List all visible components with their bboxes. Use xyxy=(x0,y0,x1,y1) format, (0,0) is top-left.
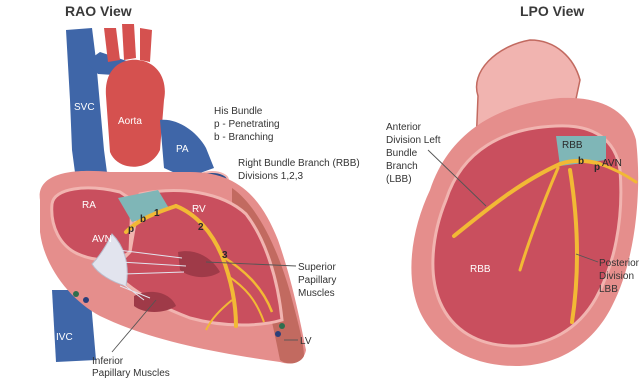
lpo-avn-label: AVN xyxy=(602,158,622,169)
pa-label: PA xyxy=(176,144,189,155)
his-bundle-title: His Bundle xyxy=(214,106,263,117)
inferior-pm-line2: Papillary Muscles xyxy=(92,368,170,378)
aorta-branch-3 xyxy=(140,28,152,62)
posterior-line3: LBB xyxy=(599,284,618,295)
posterior-line1: Posterior xyxy=(599,258,640,269)
his-bundle-branching: b - Branching xyxy=(214,132,273,143)
lpo-p-marker: p xyxy=(594,162,600,173)
ra-label: RA xyxy=(82,200,96,211)
posterior-line2: Division xyxy=(599,271,634,282)
rbb-callout-title: Right Bundle Branch (RBB) xyxy=(238,158,360,169)
anterior-line3: Bundle xyxy=(386,148,418,159)
superior-pm-line1: Superior xyxy=(298,262,336,273)
vessel-dot-2 xyxy=(83,297,89,303)
anterior-division-callout: Anterior Division Left Bundle Branch (LB… xyxy=(386,122,441,185)
rbb-division-1-marker: 1 xyxy=(154,208,160,219)
ivc-label: IVC xyxy=(56,332,73,343)
superior-pm-line2: Papillary xyxy=(298,275,336,286)
anterior-line2: Division Left xyxy=(386,135,441,146)
anterior-line4: Branch xyxy=(386,161,418,172)
anterior-line5: (LBB) xyxy=(386,174,412,185)
his-bundle-penetrating: p - Penetrating xyxy=(214,119,280,130)
rbb-division-2-marker: 2 xyxy=(198,222,204,233)
rbb-callout-divisions: Divisions 1,2,3 xyxy=(238,171,303,182)
lpo-view-title: LPO View xyxy=(520,3,584,19)
anterior-line1: Anterior xyxy=(386,122,422,133)
rao-view-title: RAO View xyxy=(65,3,132,19)
lpo-view: LPO View RBB b p AVN RBB Anterior Divisi… xyxy=(386,3,640,366)
his-bundle-callout: His Bundle p - Penetrating b - Branching xyxy=(214,106,280,143)
avn-label: AVN xyxy=(92,234,112,245)
aorta-branch-2 xyxy=(122,24,136,60)
aorta-vessel xyxy=(106,60,165,167)
rao-view: RAO View xyxy=(40,3,360,378)
superior-pm-line3: Muscles xyxy=(298,288,335,299)
aorta-label: Aorta xyxy=(118,116,142,127)
vessel-dot-4 xyxy=(275,331,281,337)
lpo-rbb-top-label: RBB xyxy=(562,140,583,151)
inferior-pm-callout: Inferior Papillary Muscles xyxy=(92,356,170,378)
vessel-dot-1 xyxy=(73,291,79,297)
superior-pm-callout: Superior Papillary Muscles xyxy=(298,262,336,299)
his-b-marker: b xyxy=(140,214,146,225)
rbb-division-3-marker: 3 xyxy=(222,250,228,261)
his-p-marker: p xyxy=(128,224,134,235)
rv-label: RV xyxy=(192,204,206,215)
inferior-pm-line1: Inferior xyxy=(92,356,124,367)
rbb-callout: Right Bundle Branch (RBB) Divisions 1,2,… xyxy=(238,158,360,182)
lv-label: LV xyxy=(300,336,312,347)
vessel-dot-3 xyxy=(279,323,285,329)
lpo-b-marker: b xyxy=(578,156,584,167)
svc-label: SVC xyxy=(74,102,95,113)
lpo-rbb-bottom-label: RBB xyxy=(470,264,491,275)
